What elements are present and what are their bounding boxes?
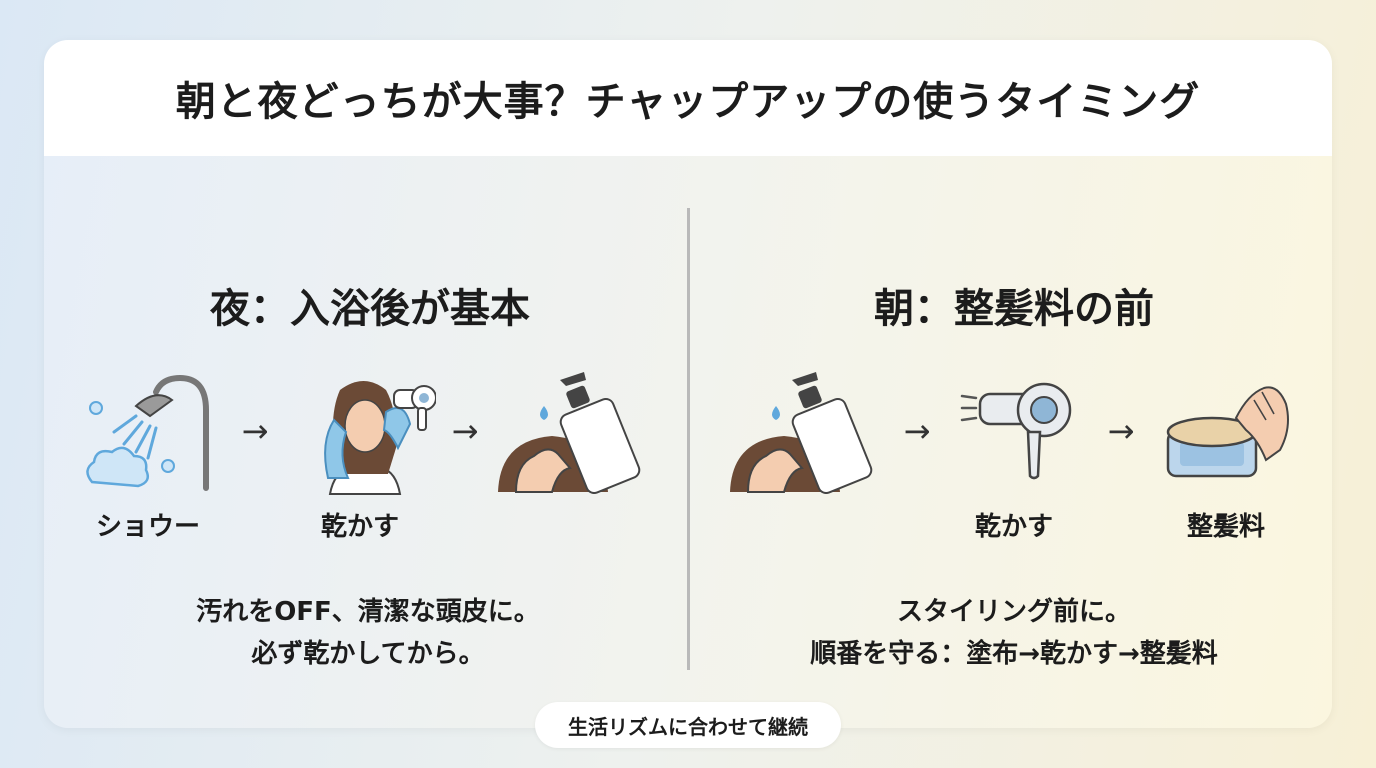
center-divider [687,208,690,670]
styling-wax-icon [1166,386,1289,478]
morning-step-2-label: 乾かす [974,512,1053,542]
apply-tonic-icon [730,372,873,494]
night-step-1-label: ショウー [95,512,200,542]
night-desc-line-2: 必ず乾かしてから。 [251,639,485,669]
hair-dryer-icon [960,382,1072,480]
morning-arrow-1: → [903,412,931,450]
page-title: 朝と夜どっちが大事？チャップアップの使うタイミング [175,79,1201,125]
morning-heading: 朝：整髪料の前 [874,286,1154,332]
shower-icon [86,374,209,491]
morning-arrow-2: → [1107,412,1135,450]
header: 朝と夜どっちが大事？チャップアップの使うタイミング [44,40,1332,156]
apply-tonic-icon [498,372,641,494]
morning-desc-line-2: 順番を守る：塗布→乾かす→整髪料 [810,639,1218,669]
night-step-2-label: 乾かす [320,512,399,542]
towel-dry-icon [324,381,436,495]
night-desc-line-1: 汚れをOFF、清潔な頭皮に。 [196,597,540,627]
morning-step-3-label: 整髪料 [1186,512,1265,542]
morning-desc-line-1: スタイリング前に。 [896,597,1131,627]
night-arrow-2: → [451,412,479,450]
footer-pill: 生活リズムに合わせて継続 [535,702,841,748]
main-card: 朝と夜どっちが大事？チャップアップの使うタイミング 夜：入浴後が基本 ショウー … [44,40,1332,728]
night-heading: 夜：入浴後が基本 [210,286,530,332]
night-arrow-1: → [241,412,269,450]
